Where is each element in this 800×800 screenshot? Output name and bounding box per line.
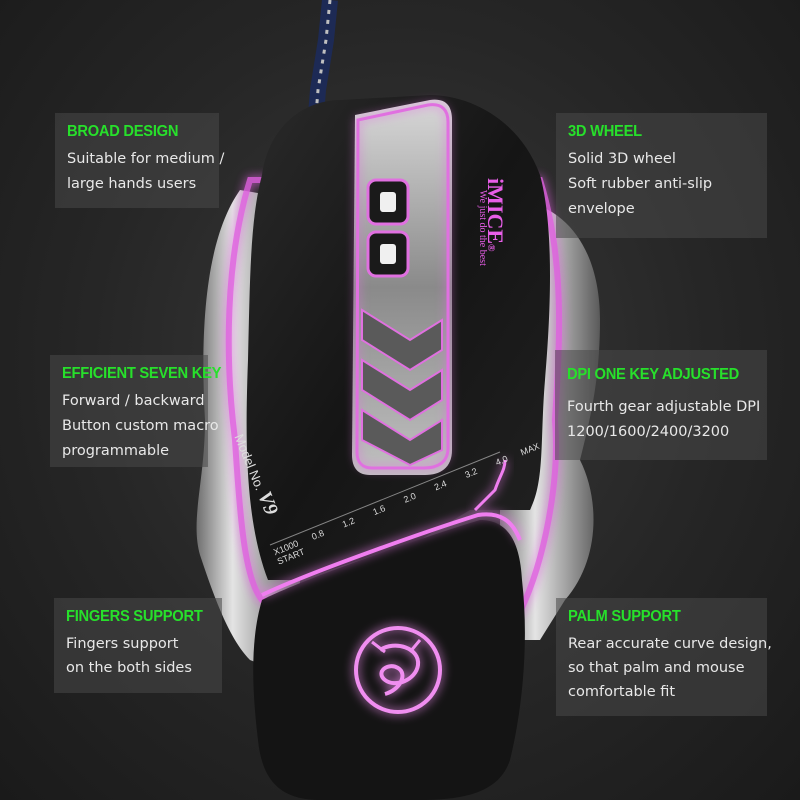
feature-text: Rear accurate curve design, [568, 636, 772, 652]
feature-panel-fingers: FINGERS SUPPORT Fingers support on the b… [54, 598, 222, 693]
feature-panel-broad-design: BROAD DESIGN Suitable for medium / large… [55, 113, 224, 208]
feature-title: DPI ONE KEY ADJUSTED [567, 366, 739, 383]
feature-text: Soft rubber anti-slip [568, 176, 713, 192]
feature-title: FINGERS SUPPORT [66, 608, 203, 625]
feature-panel-seven-key: EFFICIENT SEVEN KEY Forward / backward B… [50, 355, 221, 467]
feature-text: Solid 3D wheel [568, 151, 676, 167]
feature-text: Button custom macro [62, 418, 219, 434]
feature-panel-palm: PALM SUPPORT Rear accurate curve design,… [556, 598, 772, 716]
feature-panel-3d-wheel: 3D WHEEL Solid 3D wheel Soft rubber anti… [556, 113, 767, 238]
feature-text: Fourth gear adjustable DPI [567, 399, 761, 415]
feature-text: Fingers support [66, 636, 179, 652]
brand-slogan: We just do the best [477, 190, 488, 266]
feature-text: large hands users [67, 176, 197, 192]
feature-text: so that palm and mouse [568, 660, 745, 676]
dragon-logo-icon [354, 626, 442, 714]
feature-text: on the both sides [66, 660, 192, 676]
palm-rest [253, 520, 525, 800]
feature-panel-dpi: DPI ONE KEY ADJUSTED Fourth gear adjusta… [555, 350, 767, 460]
feature-title: PALM SUPPORT [568, 608, 681, 625]
feature-title: EFFICIENT SEVEN KEY [62, 365, 222, 382]
feature-text: comfortable fit [568, 684, 676, 700]
feature-text: programmable [62, 443, 170, 459]
feature-text: Forward / backward [62, 393, 205, 409]
feature-text: Suitable for medium / [67, 151, 225, 167]
feature-title: 3D WHEEL [568, 123, 642, 140]
feature-title: BROAD DESIGN [67, 123, 179, 140]
feature-text: 1200/1600/2400/3200 [567, 424, 730, 440]
feature-text: envelope [568, 201, 635, 217]
